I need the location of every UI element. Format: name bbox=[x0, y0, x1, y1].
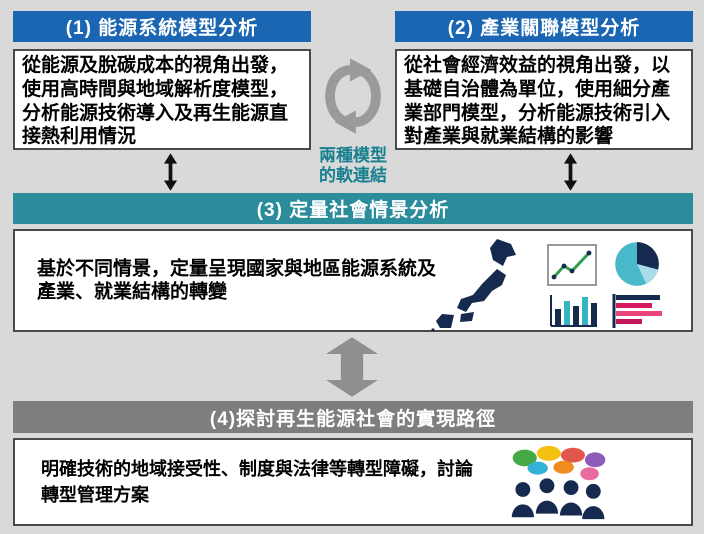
japan-map-icon bbox=[427, 237, 527, 336]
people-discussion-icon bbox=[507, 445, 611, 526]
model2-description: 從社會經濟效益的視角出發，以基礎自治體為單位，使用細分產業部門模型，分析能源技術… bbox=[395, 49, 693, 150]
section4-header: (4)探討再生能源社會的實現路徑 bbox=[13, 401, 693, 433]
flow-arrow-icon bbox=[326, 336, 378, 403]
soft-link-line1: 兩種模型 bbox=[319, 146, 387, 165]
section3-panel: 基於不同情景，定量呈現國家與地區能源系統及產業、就業結構的轉變 bbox=[13, 229, 693, 332]
link-arrow-left-icon bbox=[163, 153, 178, 196]
soft-link-label: 兩種模型 的軟連結 bbox=[308, 146, 398, 186]
section3-header: (3) 定量社會情景分析 bbox=[13, 193, 693, 224]
vertical-bar-chart-icon bbox=[547, 293, 599, 334]
section3-description: 基於不同情景，定量呈現國家與地區能源系統及產業、就業結構的轉變 bbox=[37, 257, 437, 303]
soft-link-line2: 的軟連結 bbox=[319, 166, 387, 186]
line-chart-icon bbox=[547, 244, 597, 291]
model1-description: 從能源及脫碳成本的視角出發，使用高時間與地域解析度模型，分析能源技術導入及再生能… bbox=[13, 49, 311, 150]
section4-panel: 明確技術的地域接受性、制度與法律等轉型障礙，討論轉型管理方案 bbox=[13, 438, 693, 526]
cycle-arrows-icon bbox=[324, 58, 382, 141]
model1-header: (1) 能源系統模型分析 bbox=[13, 11, 311, 42]
section4-description: 明確技術的地域接受性、制度與法律等轉型障礙，討論轉型管理方案 bbox=[41, 458, 473, 505]
horizontal-bar-chart-icon bbox=[611, 293, 667, 334]
link-arrow-right-icon bbox=[563, 153, 578, 196]
model2-header: (2) 產業關聯模型分析 bbox=[395, 11, 693, 42]
pie-chart-icon bbox=[613, 240, 661, 293]
